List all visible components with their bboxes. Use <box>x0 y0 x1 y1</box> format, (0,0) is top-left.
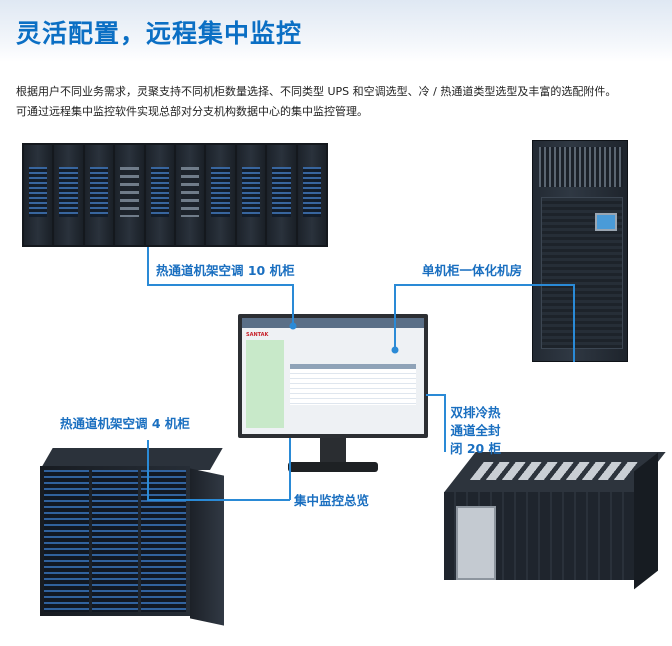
cabinet-vent <box>539 147 623 187</box>
rack-unit <box>140 470 186 612</box>
page-title: 灵活配置，远程集中监控 <box>16 19 303 48</box>
monitor-app-topbar <box>242 318 424 328</box>
rack-unit <box>297 145 327 245</box>
rack-unit <box>24 145 53 245</box>
header-band <box>0 0 672 62</box>
aisle-door <box>456 506 496 580</box>
rack-block-4-image <box>40 448 230 626</box>
connector-block20 <box>426 394 446 452</box>
rack-unit <box>145 145 175 245</box>
rack-unit <box>267 145 296 245</box>
monitor-app-table <box>290 364 416 405</box>
rack-unit <box>84 145 114 245</box>
rack-block-20-image <box>444 452 666 590</box>
label-block20-line-1: 双排冷热 <box>450 405 501 420</box>
rack-unit <box>176 145 205 245</box>
block-body <box>40 466 190 616</box>
monitor-stand <box>320 438 346 464</box>
label-row10: 热通道机架空调 10 机柜 <box>156 263 295 278</box>
single-cabinet-image <box>532 140 628 362</box>
monitor-image: SANTAK <box>238 314 428 438</box>
rack-unit <box>92 470 138 612</box>
label-block20-line-3: 闭 20 柜 <box>450 441 502 456</box>
rack-unit <box>44 470 90 612</box>
description-line-1: 根据用户不同业务需求，灵聚支持不同机柜数量选择、不同类型 UPS 和空调选型、冷… <box>16 85 617 98</box>
cabinet-touchscreen <box>595 213 617 231</box>
rack-unit <box>236 145 266 245</box>
block-top <box>444 452 666 492</box>
monitor-brand-logo: SANTAK <box>246 332 269 338</box>
rack-unit <box>115 145 144 245</box>
rack-unit <box>206 145 235 245</box>
monitor-app-sidebar <box>246 340 284 428</box>
label-block20: 双排冷热 通道全封 闭 20 柜 <box>450 404 501 458</box>
monitor-base <box>288 462 378 472</box>
rack-unit <box>54 145 83 245</box>
label-single-cabinet: 单机柜一体化机房 <box>422 263 523 278</box>
description: 根据用户不同业务需求，灵聚支持不同机柜数量选择、不同类型 UPS 和空调选型、冷… <box>16 82 666 122</box>
block-front <box>444 492 634 580</box>
monitor-screen: SANTAK <box>242 318 424 434</box>
rack-row-10-image <box>22 143 328 247</box>
block-side <box>634 452 658 590</box>
label-block20-line-2: 通道全封 <box>450 423 501 438</box>
label-monitor: 集中监控总览 <box>294 493 370 508</box>
open-door <box>190 468 224 626</box>
description-line-2: 可通过远程集中监控软件实现总部对分支机构数据中心的集中监控管理。 <box>16 105 368 118</box>
label-block4: 热通道机架空调 4 机柜 <box>60 416 190 431</box>
